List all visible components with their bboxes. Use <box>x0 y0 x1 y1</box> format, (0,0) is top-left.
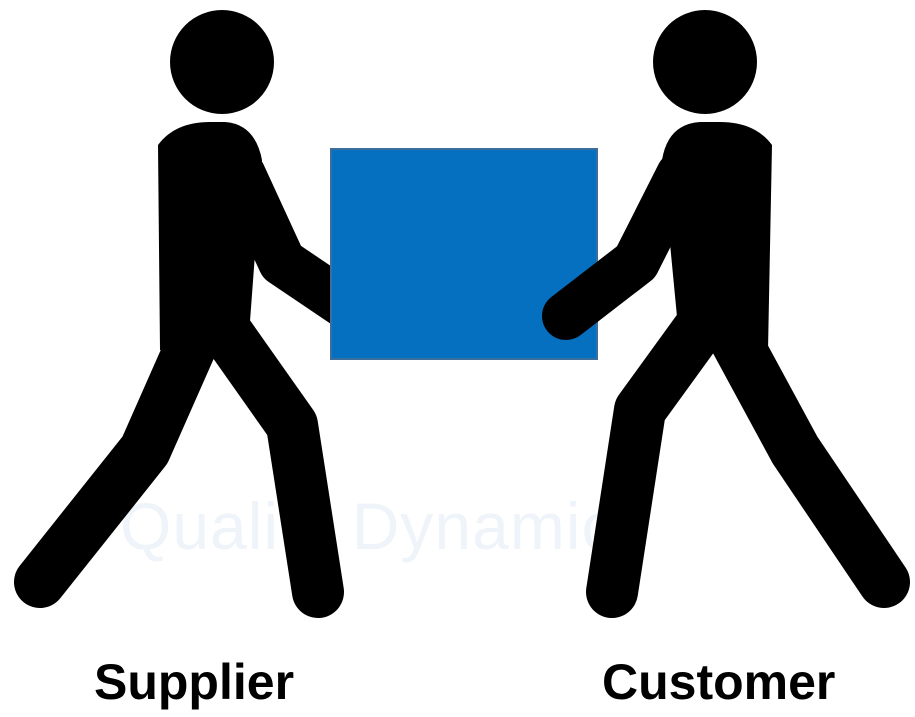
supplier-figure-icon <box>14 10 386 618</box>
supplier-label: Supplier <box>94 654 295 710</box>
watermark-text: Quality Dynamics <box>120 489 650 563</box>
customer-label: Customer <box>602 654 836 710</box>
customer-figure-icon <box>542 10 910 618</box>
